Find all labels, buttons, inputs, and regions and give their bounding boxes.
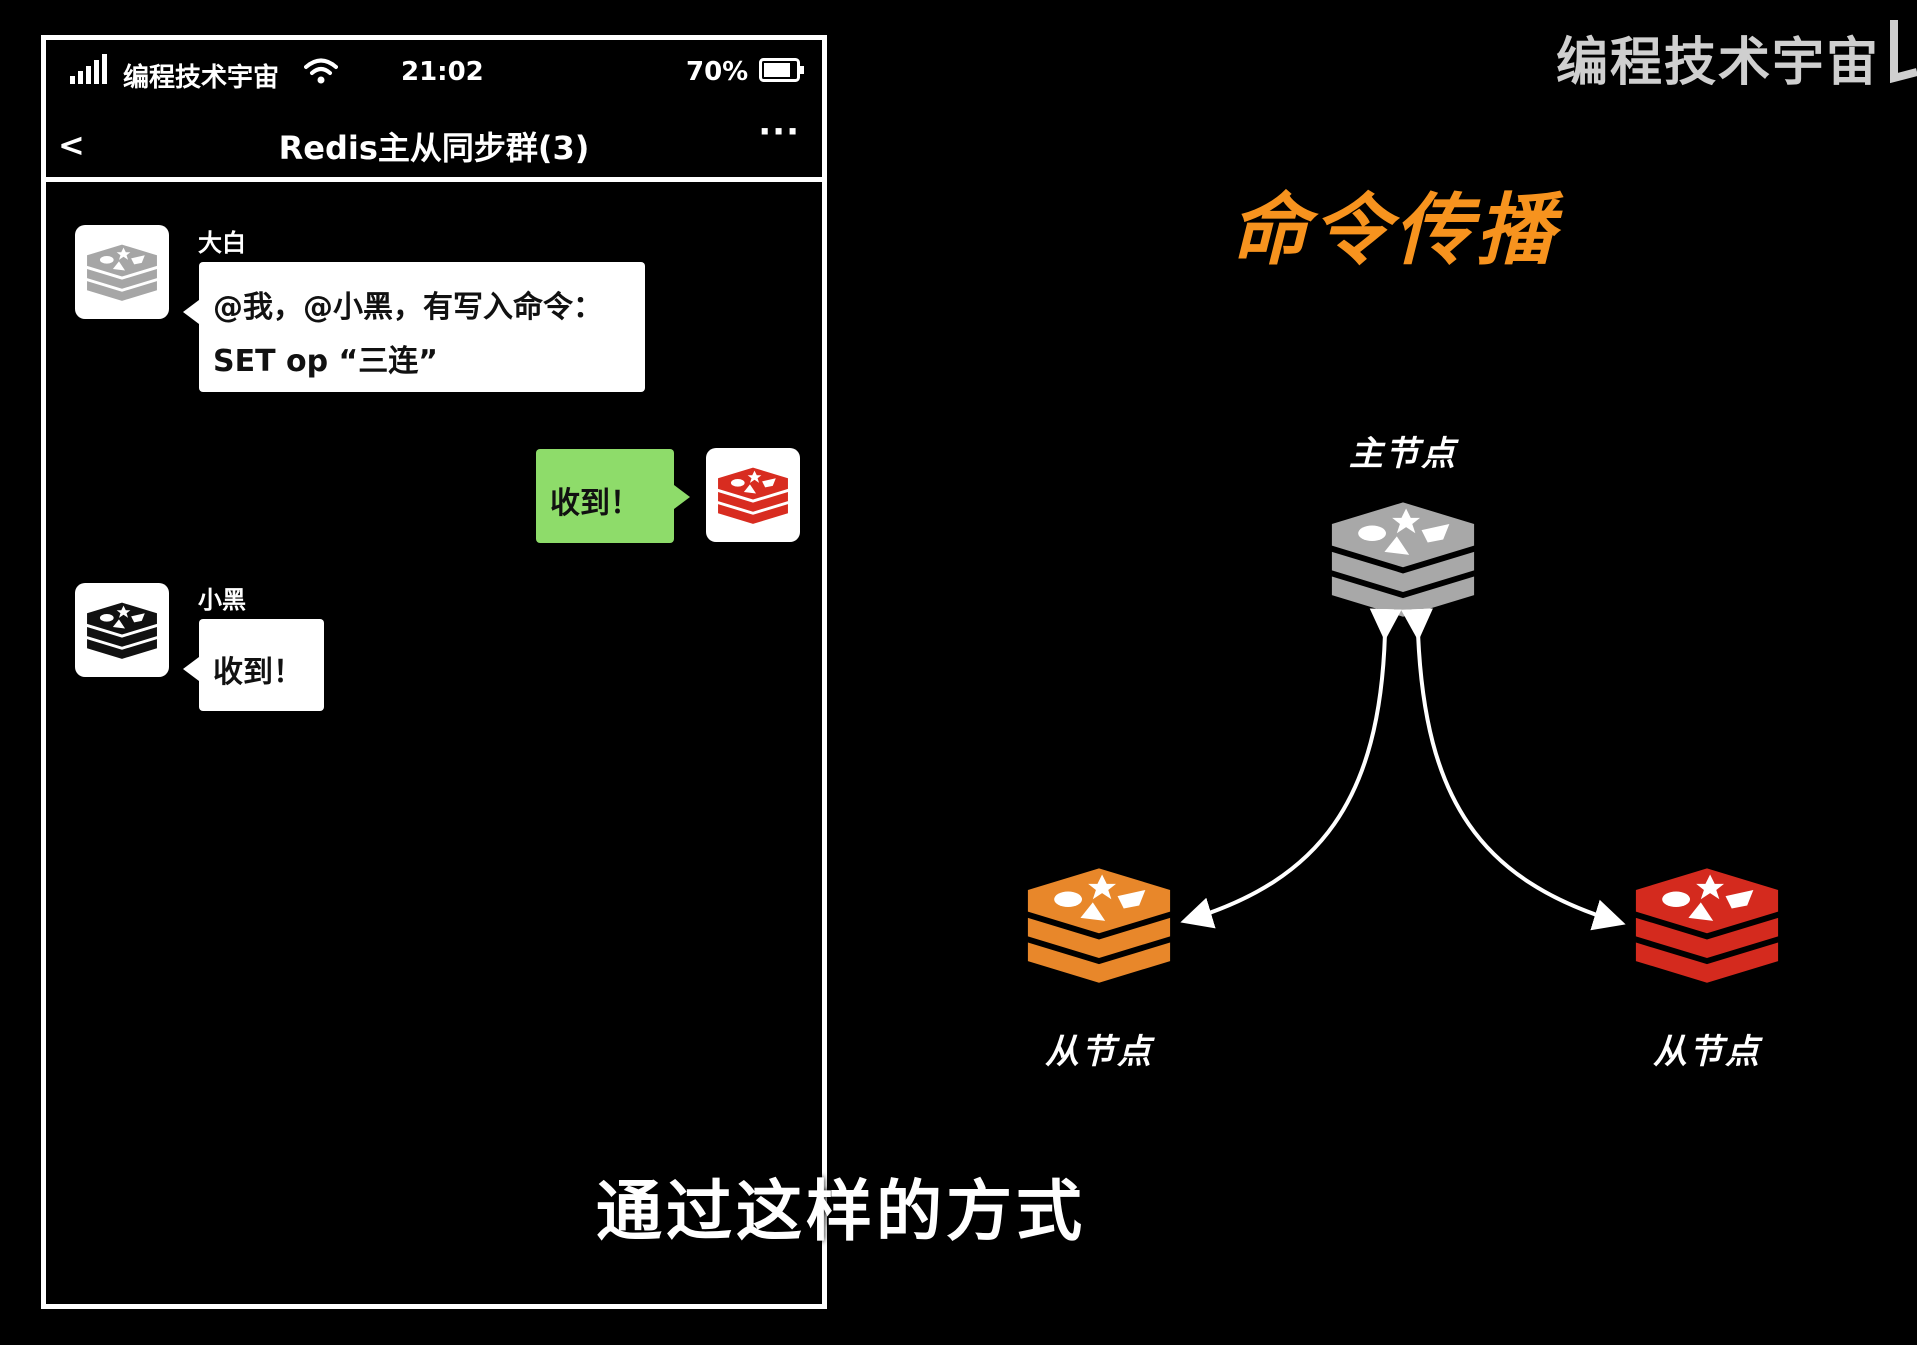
video-subtitle: 通过这样的方式 bbox=[596, 1173, 1086, 1250]
phone-frame: 编程技术宇宙 21:02 70% < Redis主从同步群(3) ··· 大白 … bbox=[41, 35, 827, 1309]
more-options-button[interactable]: ··· bbox=[758, 112, 800, 152]
chat-header: < Redis主从同步群(3) ··· bbox=[46, 106, 822, 182]
redis-logo-icon bbox=[718, 467, 788, 524]
back-button[interactable]: < bbox=[58, 126, 85, 164]
battery-percentage: 70% bbox=[686, 57, 749, 87]
section-title: 命令传播 bbox=[1230, 186, 1559, 276]
sender-name: 小黑 bbox=[198, 586, 246, 614]
message-text: @我，@小黑，有写入命令： bbox=[213, 290, 603, 325]
redis-logo-icon bbox=[87, 602, 157, 659]
message-bubble-own: 收到！ bbox=[536, 449, 690, 543]
avatar-xiaohei[interactable] bbox=[75, 583, 169, 677]
message-bubble: 收到！ bbox=[183, 619, 324, 711]
slave-node-right-label: 从节点 bbox=[1653, 1032, 1761, 1072]
message-text: 收到！ bbox=[213, 655, 303, 690]
master-node-label: 主节点 bbox=[1349, 434, 1457, 474]
sender-name: 大白 bbox=[198, 229, 246, 257]
status-time: 21:02 bbox=[401, 57, 484, 87]
slave-node-left-label: 从节点 bbox=[1045, 1032, 1153, 1072]
master-node-redis-icon bbox=[1331, 502, 1475, 617]
redis-logo-icon bbox=[87, 244, 157, 301]
slave-node-left-redis-icon bbox=[1027, 868, 1171, 983]
message-bubble: @我，@小黑，有写入命令： SET op “三连” bbox=[183, 262, 645, 392]
message-text: 收到！ bbox=[550, 486, 640, 521]
battery-icon bbox=[759, 58, 804, 82]
arrow-master-to-right bbox=[1401, 608, 1626, 931]
chat-title: Redis主从同步群(3) bbox=[278, 129, 590, 167]
slave-node-right-redis-icon bbox=[1635, 868, 1779, 983]
logo-mark-icon bbox=[1890, 20, 1917, 84]
message-text: SET op “三连” bbox=[213, 344, 438, 379]
wifi-icon bbox=[304, 58, 338, 84]
carrier-name: 编程技术宇宙 bbox=[123, 63, 280, 93]
signal-strength-icon bbox=[70, 54, 107, 84]
avatar-self[interactable] bbox=[706, 448, 800, 542]
avatar-dabai[interactable] bbox=[75, 225, 169, 319]
channel-watermark: 编程技术宇宙 bbox=[1556, 33, 1881, 93]
arrow-master-to-left bbox=[1180, 608, 1402, 929]
status-bar: 编程技术宇宙 21:02 70% bbox=[46, 40, 822, 106]
